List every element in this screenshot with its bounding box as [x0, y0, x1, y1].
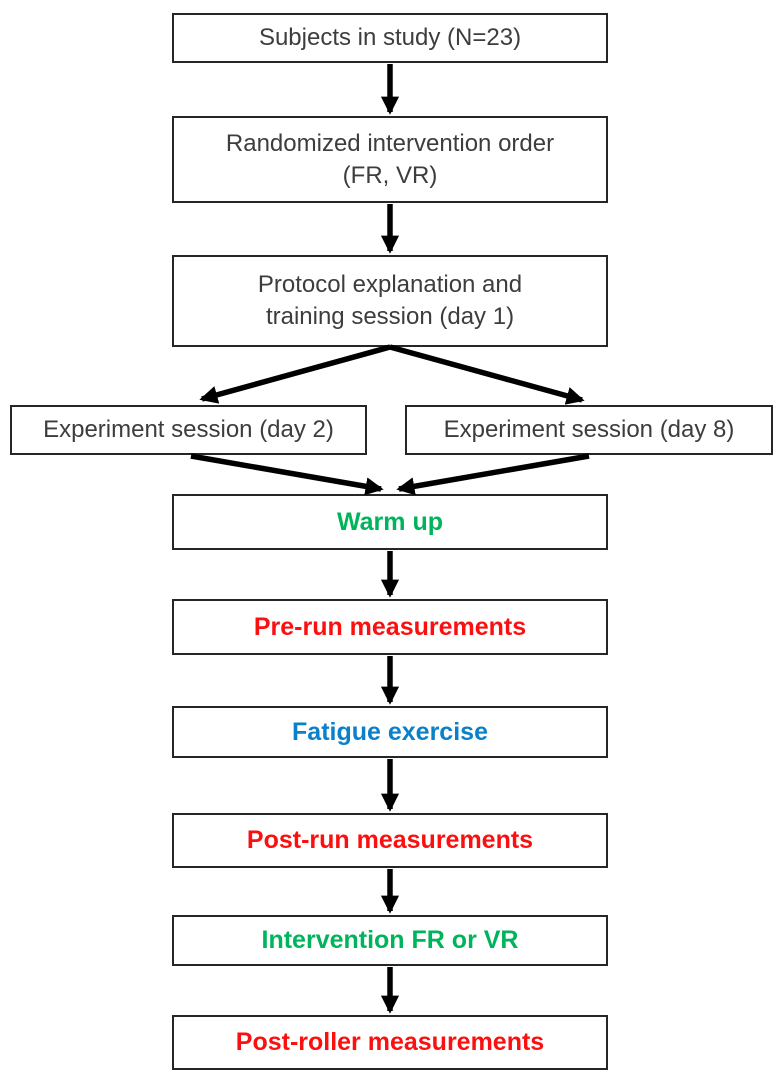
- node-protocol-explanation: Protocol explanation and training sessio…: [172, 255, 608, 347]
- node-label: Post-run measurements: [246, 826, 534, 854]
- node-pre-run-measurements: Pre-run measurements: [172, 599, 608, 655]
- node-label-line2: (FR, VR): [342, 161, 438, 189]
- node-label: Subjects in study (N=23): [258, 24, 522, 52]
- arrow-protocol-to-day2: [199, 344, 391, 404]
- node-label: Warm up: [336, 507, 444, 536]
- node-warm-up: Warm up: [172, 494, 608, 550]
- node-label-line1: Randomized intervention order: [225, 129, 555, 157]
- node-label: Pre-run measurements: [253, 612, 527, 641]
- node-fatigue-exercise: Fatigue exercise: [172, 706, 608, 758]
- arrow-day2-to-warmup: [190, 453, 384, 496]
- node-intervention-fr-or-vr: Intervention FR or VR: [172, 915, 608, 966]
- node-subjects-in-study: Subjects in study (N=23): [172, 13, 608, 63]
- node-label: Experiment session (day 2): [43, 416, 334, 444]
- node-label-line1: Protocol explanation and: [257, 271, 523, 299]
- node-post-roller-measurements: Post-roller measurements: [172, 1015, 608, 1070]
- node-randomized-intervention-order: Randomized intervention order (FR, VR): [172, 116, 608, 203]
- node-label: Intervention FR or VR: [261, 926, 519, 954]
- node-experiment-session-day2: Experiment session (day 2): [10, 405, 367, 455]
- node-label: Fatigue exercise: [292, 717, 488, 746]
- arrow-day8-to-warmup: [396, 453, 590, 496]
- node-label-line2: training session (day 1): [265, 303, 515, 330]
- node-experiment-session-day8: Experiment session (day 8): [405, 405, 773, 455]
- node-label: Post-roller measurements: [235, 1028, 545, 1056]
- node-post-run-measurements: Post-run measurements: [172, 813, 608, 868]
- node-label: Experiment session (day 8): [443, 416, 735, 444]
- arrow-protocol-to-day8: [389, 344, 585, 405]
